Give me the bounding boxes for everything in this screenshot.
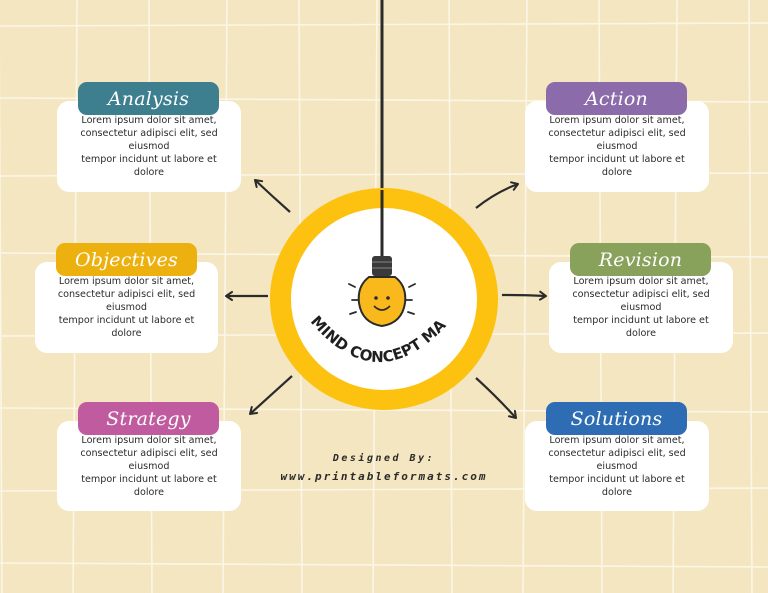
action-text-line: tempor incidunt ut labore et dolore — [549, 154, 685, 178]
arrow-to-revision — [501, 290, 547, 301]
solutions-description: Lorem ipsum dolor sit amet,consectetur a… — [525, 421, 709, 511]
grid-line — [0, 562, 768, 568]
solutions-text-line: Lorem ipsum dolor sit amet, — [549, 434, 685, 446]
objectives-description: Lorem ipsum dolor sit amet, consectetur a… — [35, 262, 218, 353]
objectives-text-line: Lorem ipsum dolor sit amet, — [58, 276, 195, 287]
revision-description: Lorem ipsum dolor sit amet, consectetur a… — [549, 262, 733, 353]
analysis-label: Analysis — [78, 82, 219, 115]
analysis-text-line: Lorem ipsum dolor sit amet, — [81, 115, 217, 126]
strategy-text-line: Lorem ipsum dolor sit amet, — [81, 434, 217, 446]
solutions-text-line: consectetur adipisci elit, sed eiusmod — [548, 447, 686, 472]
action-description: Lorem ipsum dolor sit amet, consectetur a… — [525, 101, 709, 192]
solutions-label: Solutions — [546, 402, 687, 435]
revision-text-line: consectetur adipisci elit, sed eiusmod — [572, 289, 710, 313]
designed-by-caption: Designed By: — [332, 453, 436, 464]
objectives-text-line: tempor incidunt ut labore et dolore — [58, 315, 195, 339]
solutions-text-line: tempor incidunt ut labore et dolore — [549, 473, 685, 498]
action-label: Action — [546, 82, 687, 115]
analysis-description: Lorem ipsum dolor sit amet, consectetur a… — [57, 101, 241, 192]
grid-line — [748, 0, 753, 593]
strategy-text-line: tempor incidunt ut labore et dolore — [81, 473, 217, 498]
strategy-label: Strategy — [78, 402, 219, 435]
objectives-label: Objectives — [56, 243, 197, 276]
strategy-text-line: consectetur adipisci elit, sed eiusmod — [80, 447, 218, 472]
website-link[interactable]: www.printableformats.com — [280, 470, 488, 483]
arrow-to-solutions — [475, 377, 517, 419]
analysis-text-line: consectetur adipisci elit, sed eiusmod — [80, 128, 218, 152]
lightbulb-icon — [348, 256, 416, 328]
action-text-line: Lorem ipsum dolor sit amet, — [549, 115, 685, 126]
strategy-description: Lorem ipsum dolor sit amet,consectetur a… — [57, 421, 241, 511]
objectives-text-line: consectetur adipisci elit, sed eiusmod — [57, 289, 196, 313]
revision-text-line: Lorem ipsum dolor sit amet, — [573, 276, 709, 287]
revision-text-line: tempor incidunt ut labore et dolore — [573, 315, 709, 339]
grid-line — [0, 22, 768, 27]
arrow-to-analysis — [253, 179, 291, 213]
grid-line — [522, 0, 528, 593]
revision-label: Revision — [570, 243, 711, 276]
analysis-text-line: tempor incidunt ut labore et dolore — [81, 154, 217, 178]
action-text-line: consectetur adipisci elit, sed eiusmod — [548, 128, 686, 152]
arrow-to-action — [475, 181, 519, 209]
arrow-to-strategy — [248, 375, 293, 415]
grid-line — [0, 39, 3, 593]
